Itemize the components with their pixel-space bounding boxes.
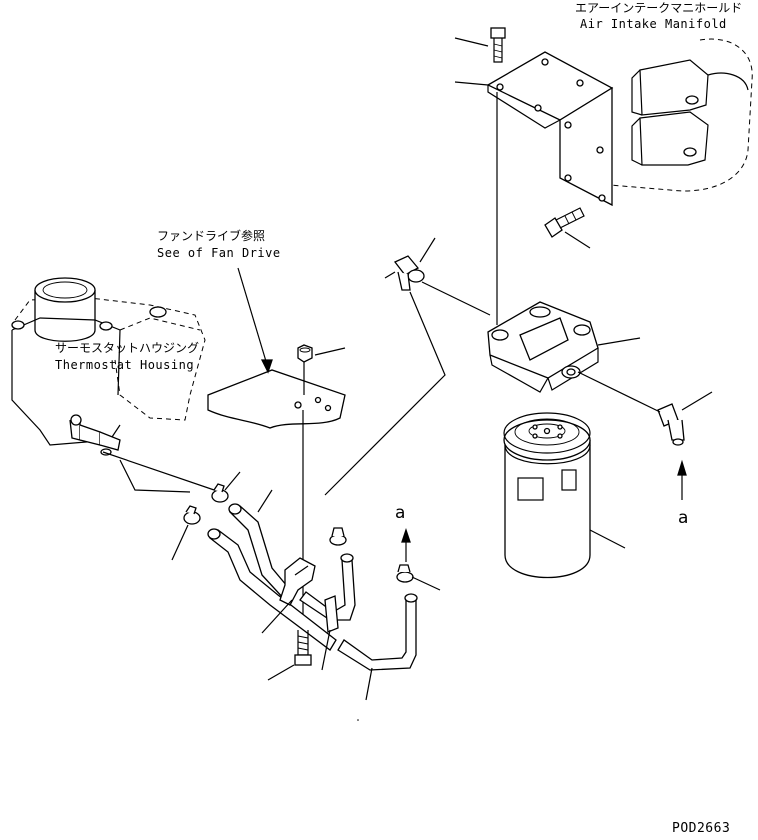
lower-bolt	[294, 630, 312, 666]
manifold-label-jp: エアーインテークマニホールド	[575, 1, 743, 15]
bracket-bolt	[490, 27, 506, 63]
right-elbow-fitting	[657, 403, 685, 446]
hose-clamp-middle	[324, 595, 339, 633]
mounting-bolt	[544, 207, 585, 238]
coolant-hoses	[207, 489, 418, 671]
hex-nut	[297, 344, 313, 363]
upper-elbow-fitting	[384, 255, 425, 291]
thermostat-label-jp: サーモスタットハウジング	[55, 341, 200, 355]
fan-drive-plate	[207, 369, 346, 429]
filter-bracket	[486, 51, 614, 207]
hose-clamp-upper	[211, 483, 229, 503]
hose-clamp-center	[329, 527, 347, 546]
fan-drive-label-en: See of Fan Drive	[157, 246, 281, 260]
view-a-label-right: a	[678, 508, 689, 528]
thermostat-housing	[11, 277, 206, 456]
drawing-number: POD2663	[672, 821, 731, 836]
hose-clamp-a	[396, 564, 414, 583]
thermostat-label-en: Thermostat Housing	[55, 358, 195, 372]
air-intake-manifold	[609, 38, 753, 192]
tube-clip	[279, 557, 316, 606]
fan-drive-label-jp: ファンドライブ参照	[157, 229, 266, 243]
fuel-filter-cartridge	[503, 412, 591, 579]
manifold-label-en: Air Intake Manifold	[580, 17, 727, 31]
filter-head	[487, 301, 599, 393]
view-a-label-left: a	[395, 503, 406, 523]
hose-clamp-lower	[183, 505, 201, 525]
